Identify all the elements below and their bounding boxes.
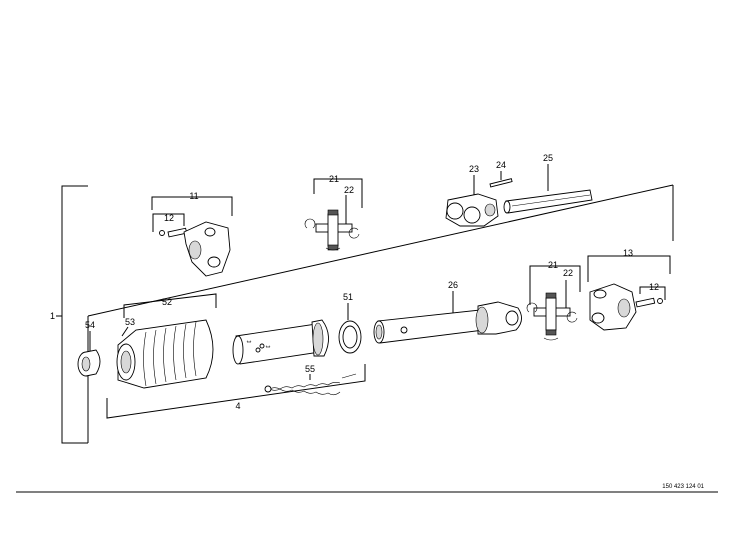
guard-group-bracket-4: 4 bbox=[106, 364, 366, 419]
guard-cone-52-part bbox=[116, 319, 214, 389]
callout-11: 11 bbox=[189, 191, 198, 201]
mark-star-a: ** bbox=[247, 341, 252, 347]
safety-chain-55-part: 55 bbox=[264, 364, 357, 396]
callout-21b: 21 bbox=[548, 260, 558, 270]
yoke-23-part: 23 bbox=[445, 164, 499, 227]
callout-52: 52 bbox=[162, 297, 172, 307]
yoke-group-13: 13 12 bbox=[587, 248, 671, 300]
assembly-bracket-1: 1 bbox=[50, 184, 674, 444]
callout-54: 54 bbox=[85, 320, 95, 330]
profile-shaft-25-part: 25 bbox=[503, 153, 593, 214]
callout-22a: 22 bbox=[344, 185, 354, 195]
yoke-11-part bbox=[159, 221, 231, 277]
callout-12a: 12 bbox=[164, 213, 174, 223]
bearing-ring-51-part: 51 bbox=[338, 292, 362, 354]
callout-13: 13 bbox=[623, 248, 633, 258]
inner-tube-26-part: 26 bbox=[373, 280, 522, 344]
reference-number: 150 423 124 01 bbox=[662, 484, 704, 490]
mark-star-b: ** bbox=[266, 346, 271, 352]
callout-4: 4 bbox=[235, 401, 240, 411]
pin-24-part: 24 bbox=[489, 160, 513, 188]
yoke-13-part bbox=[589, 283, 663, 331]
callout-26: 26 bbox=[448, 280, 458, 290]
guard-cone-52-group: 52 53 bbox=[121, 293, 217, 337]
cross-group-21-lower: 21 22 bbox=[529, 260, 581, 310]
yoke-group-11: 11 12 bbox=[151, 191, 233, 232]
callout-21a: 21 bbox=[329, 174, 339, 184]
cross-group-21-upper: 21 22 bbox=[313, 174, 363, 226]
callout-25: 25 bbox=[543, 153, 553, 163]
callout-51: 51 bbox=[343, 292, 353, 302]
guard-tube-part: ** ** bbox=[232, 319, 329, 365]
callout-55: 55 bbox=[305, 364, 315, 374]
callout-24: 24 bbox=[496, 160, 506, 170]
callout-1: 1 bbox=[50, 311, 55, 321]
cross-journal-21-lower bbox=[526, 292, 578, 341]
callout-22b: 22 bbox=[563, 268, 573, 278]
callout-53: 53 bbox=[125, 317, 135, 327]
bearing-ring-54-part: 54 bbox=[77, 320, 101, 377]
callout-23: 23 bbox=[469, 164, 479, 174]
cross-journal-21-upper bbox=[304, 209, 360, 251]
callout-12b: 12 bbox=[649, 282, 659, 292]
